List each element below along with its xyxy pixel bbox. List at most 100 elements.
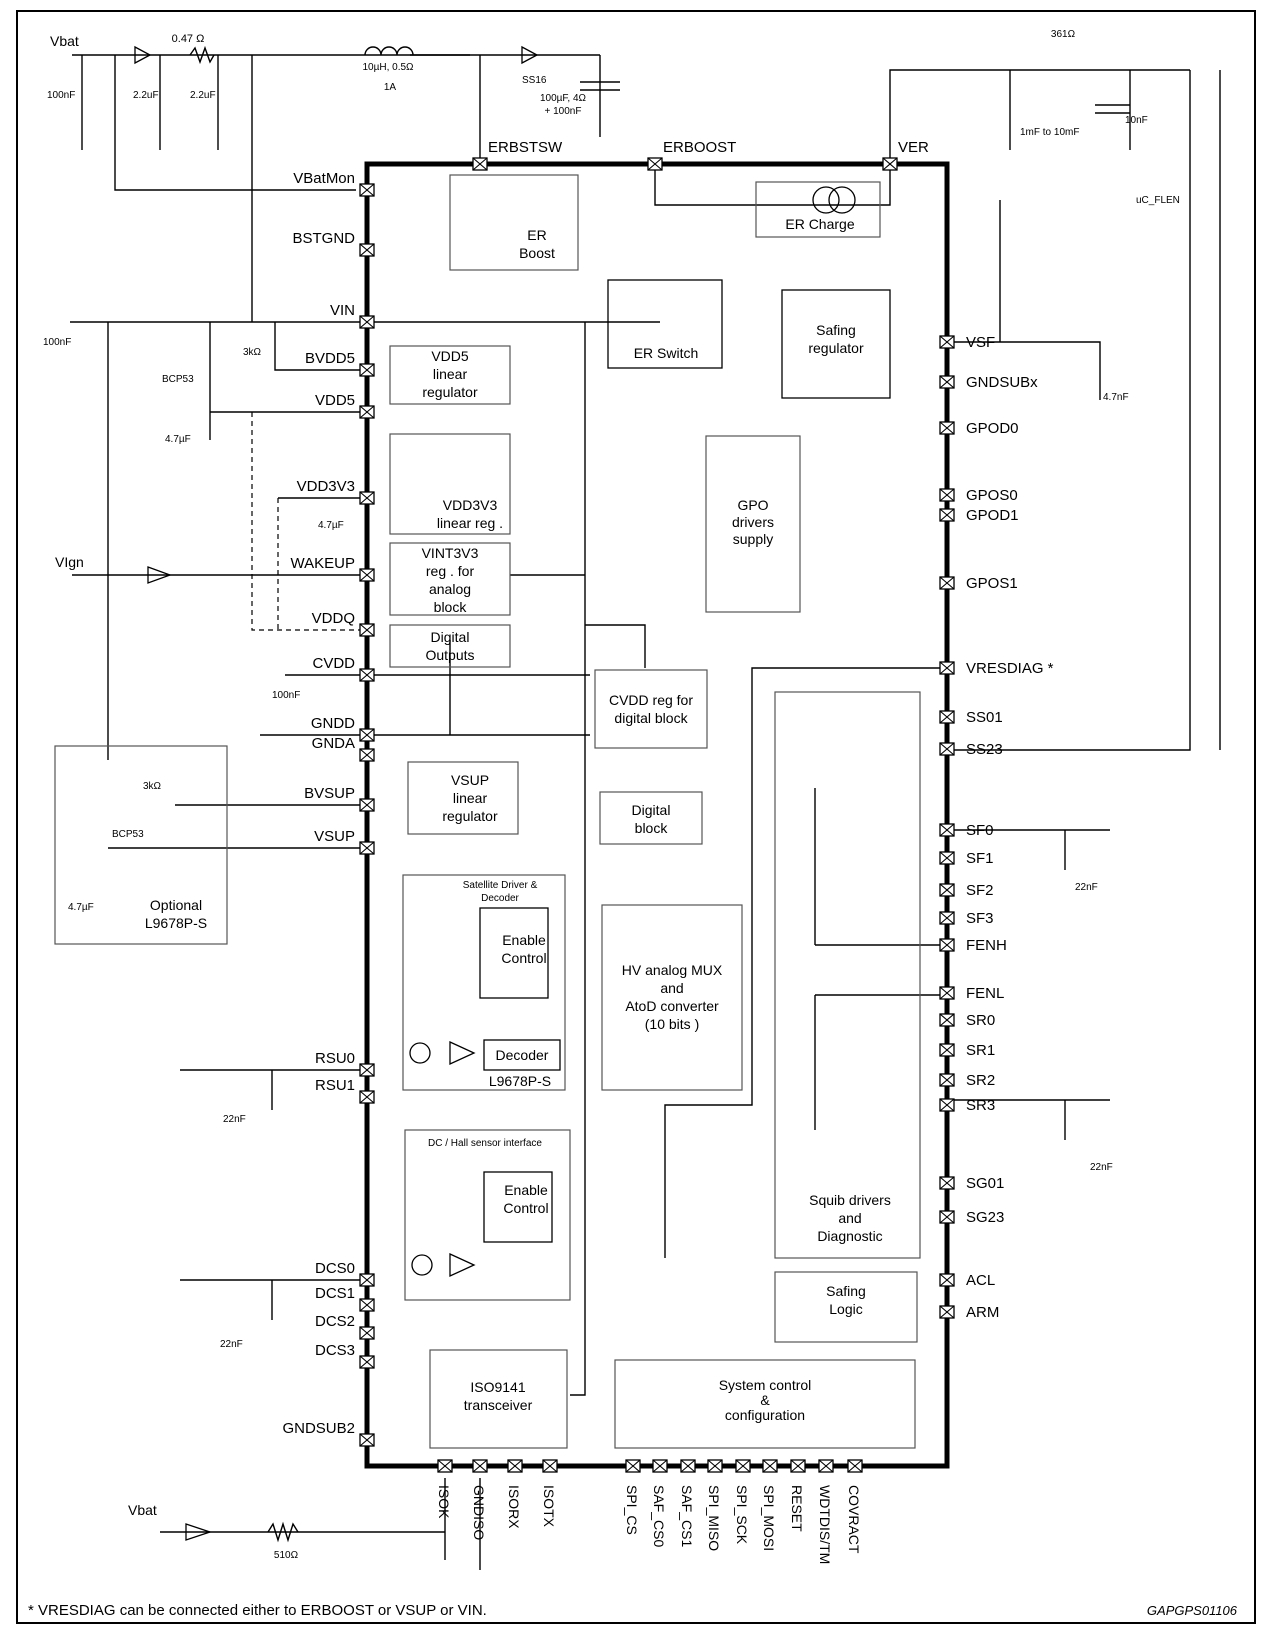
er-switch-label: ER Switch [634, 345, 699, 361]
ext-res-3k-a: 3kΩ [243, 347, 262, 358]
pin-label-erbstsw: ERBSTSW [488, 139, 563, 156]
ext-cap-22nf-b: 22nF [220, 1339, 243, 1350]
squib-drivers-label: Diagnostic [817, 1228, 882, 1244]
resistor-icon [189, 45, 215, 65]
pin-label-spimosi: SPI_MOSI [761, 1485, 777, 1551]
pin-label-acl: ACL [966, 1272, 995, 1289]
satellite-driver-block [402, 874, 566, 1091]
pin-label-dcs1: DCS1 [315, 1285, 355, 1302]
hv-analog-mux-block [601, 904, 743, 1091]
pin-label-vdd3v3: VDD3V3 [297, 478, 355, 495]
ext-cap-47uf-b: 4.7µF [318, 520, 344, 531]
digital-block [599, 791, 703, 845]
gpo-supply-label: GPO [737, 497, 768, 513]
ext-res-047: 0.47 Ω [172, 33, 205, 45]
pin-label-gpos1: GPOS1 [966, 575, 1018, 592]
pin-label-bstgnd: BSTGND [292, 230, 355, 247]
pin-label-wdtdistm: WDTDIS/TM [817, 1485, 833, 1564]
pin-label-vddq: VDDQ [312, 610, 355, 627]
er-charge-label: ER Charge [785, 216, 854, 232]
ext-cap-100nf-c: 100nF [272, 690, 300, 701]
vint3v3-label: reg . for [426, 563, 475, 579]
pin-box [707, 1459, 723, 1473]
pin-label-dcs3: DCS3 [315, 1342, 355, 1359]
pin-label-vdd5: VDD5 [315, 392, 355, 409]
ext-res-361: 361Ω [1051, 29, 1076, 40]
pin-box [359, 405, 375, 419]
internal-blocks [54, 45, 1130, 1543]
vdd5-regulator-block [389, 345, 511, 405]
ext-optional-1: Optional [150, 897, 202, 913]
pin-box [939, 1098, 955, 1112]
decoder-label: Decoder [496, 1047, 549, 1063]
pin-box [359, 1273, 375, 1287]
squib-drivers-label: Squib drivers [809, 1192, 891, 1208]
pin-label-bvdd5: BVDD5 [305, 350, 355, 367]
pin-label-gpod1: GPOD1 [966, 507, 1019, 524]
pin-box [652, 1459, 668, 1473]
pin-label-rsu1: RSU1 [315, 1077, 355, 1094]
pin-label-reset: RESET [789, 1485, 805, 1532]
vint3v3-label: analog [429, 581, 471, 597]
pin-label-isotx: ISOTX [541, 1485, 557, 1528]
system-control-label: configuration [725, 1407, 805, 1423]
system-control-label: System control [719, 1377, 812, 1393]
digital-outputs-label: Digital [431, 629, 470, 645]
pin-box [939, 883, 955, 897]
vsup-regulator-block [407, 761, 519, 835]
safing-logic-block [774, 1271, 918, 1343]
pin-label-ss23: SS23 [966, 741, 1003, 758]
digital-outputs-block [389, 624, 511, 668]
pin-label-wakeup: WAKEUP [291, 555, 355, 572]
pin-label-covract: COVRACT [846, 1485, 862, 1554]
pin-label-bvsup: BVSUP [304, 785, 355, 802]
cvdd-reg-label: digital block [614, 710, 688, 726]
pin-box [939, 1073, 955, 1087]
pin-box [939, 1043, 955, 1057]
pin-box [359, 363, 375, 377]
ext-uc-flen: uC_FLEN [1136, 195, 1180, 206]
er-switch-block [607, 279, 723, 369]
cvdd-reg-block [594, 669, 708, 749]
pin-box [472, 157, 488, 171]
pin-box [939, 421, 955, 435]
ext-cap-22uf-b: 2.2uF [190, 90, 216, 101]
vsup-regulator-label: regulator [442, 808, 498, 824]
ext-cap-10nf: 10nF [1125, 115, 1148, 126]
pin-box [437, 1459, 453, 1473]
ext-cap-100nf-b: 100nF [43, 337, 71, 348]
ext-cap-22nf-c: 22nF [1075, 882, 1098, 893]
ext-cap-47nf: 4.7nF [1103, 392, 1129, 403]
pin-box [647, 157, 663, 171]
vdd5-label: regulator [422, 384, 478, 400]
safing-logic-label: Safing [826, 1283, 866, 1299]
gpo-drivers-supply-block [705, 435, 801, 613]
pins-left: VBatMonBSTGNDVINBVDD5VDD5VDD3V3WAKEUPVDD… [282, 170, 375, 1447]
satellite-driver-label: Satellite Driver & [463, 880, 538, 891]
cvdd-reg-label: CVDD reg for [609, 692, 693, 708]
ext-cap-47uf-c: 4.7µF [68, 902, 94, 913]
er-boost-label: Boost [519, 245, 555, 261]
pin-label-safcs0: SAF_CS0 [651, 1485, 667, 1547]
pin-box [359, 748, 375, 762]
ext-inductor-val: 10µH, 0.5Ω [362, 62, 414, 73]
satellite-driver-label: Decoder [481, 893, 519, 904]
dc-hall-label: DC / Hall sensor interface [428, 1138, 542, 1149]
ext-cap-47uf-a: 4.7µF [165, 434, 191, 445]
pin-box [818, 1459, 834, 1473]
diode-icon [185, 1523, 213, 1541]
ext-vbat-bottom: Vbat [128, 1502, 157, 1518]
pin-box [359, 1326, 375, 1340]
pin-label-isok: ISOK [436, 1485, 452, 1519]
ext-res-510: 510Ω [274, 1550, 299, 1561]
pin-label-gndiso: GNDISO [471, 1485, 487, 1540]
wiring [70, 54, 1221, 1570]
safing-regulator-label: Safing [816, 322, 856, 338]
ext-vign: VIgn [55, 554, 84, 570]
pin-label-ver: VER [898, 139, 929, 156]
pin-label-fenh: FENH [966, 937, 1007, 954]
ext-cap-bulk-1: 100µF, 4Ω [540, 93, 587, 104]
digital-block-label: Digital [632, 802, 671, 818]
